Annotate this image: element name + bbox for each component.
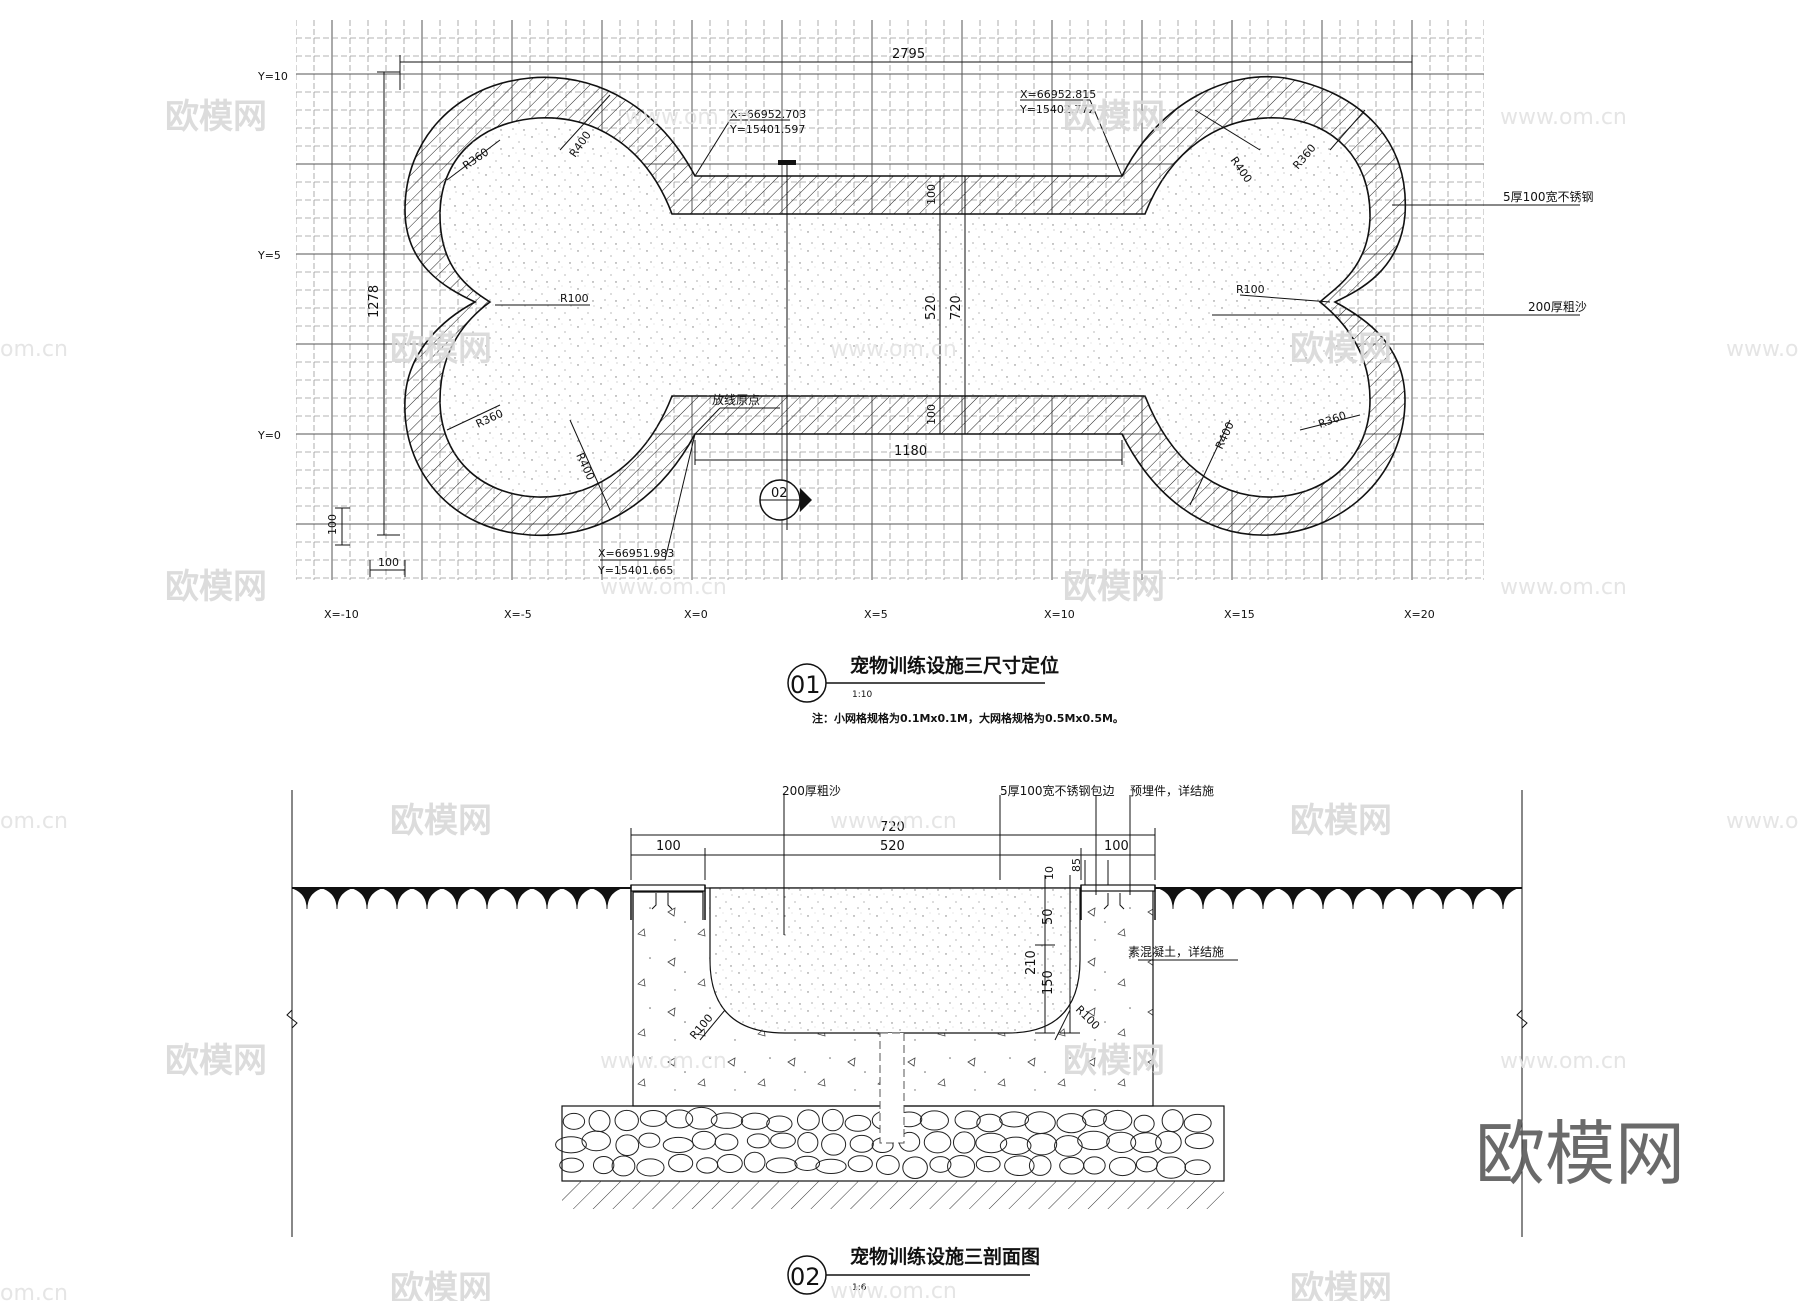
plan-note: 注：小网格规格为0.1Mx0.1M，大网格规格为0.5Mx0.5M。 <box>812 711 1124 725</box>
label-setting-out-origin: 放线原点 <box>712 392 760 407</box>
section-marker-number: 02 <box>771 486 788 501</box>
watermark-brand: 欧模网 <box>1290 329 1392 369</box>
section-dim-total: 720 <box>880 820 905 835</box>
watermark-brand: 欧模网 <box>1063 567 1165 607</box>
x-label-neg5: X=-5 <box>504 608 532 621</box>
watermark-url: www.om.cn <box>1500 575 1627 600</box>
dim-grid-h: 100 <box>378 556 399 569</box>
section-dim-middle: 520 <box>880 839 905 854</box>
label-stainless-steel: 5厚100宽不锈钢 <box>1503 189 1594 204</box>
section-label-sand: 200厚粗沙 <box>782 784 841 798</box>
section-dim-right: 100 <box>1104 839 1129 854</box>
watermarks: 欧模网 欧模网 www.om.cn www.om.cn om.cn 欧模网 ww… <box>0 97 1800 1305</box>
ground-soil-left <box>291 887 623 910</box>
radius-r100-left: R100 <box>560 292 589 305</box>
watermark-brand: 欧模网 <box>390 1269 492 1301</box>
steel-cap-right <box>1080 884 1156 892</box>
watermark-url-short: om.cn <box>0 1281 68 1301</box>
x-label-5: X=5 <box>864 608 888 621</box>
x-label-15: X=15 <box>1224 608 1255 621</box>
watermark-url: www.om.cn <box>600 575 727 600</box>
drain-pipe <box>879 1032 905 1144</box>
x-label-0: X=0 <box>684 608 708 621</box>
coord-3-y: Y=15401.665 <box>597 564 673 577</box>
ground-soil-right <box>1157 887 1519 910</box>
plan-scale: 1:10 <box>852 690 872 700</box>
section-dim-85: 85 <box>1070 858 1083 872</box>
watermark-url: www.om.cn <box>830 809 957 834</box>
watermark-url: www.om.cn <box>1500 1049 1627 1074</box>
y-label-10: Y=10 <box>257 70 288 83</box>
watermark-url: www.om.cn <box>1500 105 1627 130</box>
dim-overall-width: 2795 <box>892 47 925 62</box>
x-label-10: X=10 <box>1044 608 1075 621</box>
watermark-url: www.om.cn <box>830 337 957 362</box>
watermark-brand: 欧模网 <box>165 1041 267 1081</box>
compacted-soil <box>562 1181 1224 1209</box>
plan-title-block: 01 宠物训练设施三尺寸定位 1:10 注：小网格规格为0.1Mx0.1M，大网… <box>787 654 1124 725</box>
watermark-brand: 欧模网 <box>165 567 267 607</box>
coord-2-y: Y=15402.772 <box>1019 103 1095 116</box>
section-title-block: 02 宠物训练设施三剖面图 1:6 <box>787 1245 1040 1295</box>
watermark-brand: 欧模网 <box>1290 1269 1392 1301</box>
section-drawing: 200厚粗沙 5厚100宽不锈钢包边 预埋件，详结施 素混凝土，详结施 720 … <box>286 783 1528 1237</box>
dim-inner-width: 520 <box>924 295 939 320</box>
watermark-url-short: om.cn <box>0 809 68 834</box>
section-dim-150: 150 <box>1041 970 1056 995</box>
y-label-0: Y=0 <box>257 429 281 442</box>
watermark-brand: 欧模网 <box>1290 801 1392 841</box>
dim-bar-width: 1180 <box>894 444 927 459</box>
dim-outer-width: 720 <box>949 295 964 320</box>
section-scale: 1:6 <box>852 1283 867 1293</box>
gravel-stones <box>555 1106 1214 1179</box>
watermark-brand: 欧模网 <box>390 329 492 369</box>
section-cut-marker <box>759 160 812 530</box>
watermark-url: www.om.cn <box>1726 809 1800 834</box>
radius-r100-right: R100 <box>1236 283 1265 296</box>
dim-grid-v: 100 <box>326 514 339 535</box>
steel-cap-left <box>630 884 706 892</box>
watermark-url: www.om.cn <box>600 1049 727 1074</box>
section-dim-10: 10 <box>1043 866 1056 880</box>
section-dim-left: 100 <box>656 839 681 854</box>
x-label-20: X=20 <box>1404 608 1435 621</box>
watermark-brand-large: 欧模网 <box>1475 1113 1685 1195</box>
watermark-url-short: om.cn <box>0 337 68 362</box>
section-label-embed: 预埋件，详结施 <box>1130 783 1214 798</box>
watermark-url: www.om.cn <box>830 1279 957 1301</box>
section-dim-50: 50 <box>1041 908 1056 925</box>
dim-edge-bottom: 100 <box>925 404 938 425</box>
section-dim-210: 210 <box>1024 950 1039 975</box>
coord-2-x: X=66952.815 <box>1020 88 1096 101</box>
watermark-brand: 欧模网 <box>390 801 492 841</box>
section-label-concrete: 素混凝土，详结施 <box>1128 944 1224 959</box>
coord-1-x: X=66952.703 <box>730 108 806 121</box>
section-title: 宠物训练设施三剖面图 <box>850 1245 1040 1268</box>
coord-3-x: X=66951.983 <box>598 547 674 560</box>
watermark-brand: 欧模网 <box>1063 97 1165 137</box>
coord-1-y: Y=15401.597 <box>729 123 805 136</box>
watermark-brand: 欧模网 <box>165 97 267 137</box>
bone-shape-plan <box>404 76 1407 537</box>
plan-number: 01 <box>790 671 821 699</box>
plan-title: 宠物训练设施三尺寸定位 <box>850 654 1059 677</box>
label-coarse-sand: 200厚粗沙 <box>1528 300 1587 314</box>
watermark-url: www.om.cn <box>1726 337 1800 362</box>
x-label-neg10: X=-10 <box>324 608 359 621</box>
section-number: 02 <box>790 1263 821 1291</box>
dim-overall-height: 1278 <box>367 285 382 318</box>
section-label-steel-edge: 5厚100宽不锈钢包边 <box>1000 783 1115 798</box>
plan-dimension-lines <box>335 55 1580 577</box>
watermark-url: www.om.cn <box>625 105 752 130</box>
watermark-brand: 欧模网 <box>1063 1041 1165 1081</box>
y-label-5: Y=5 <box>257 249 281 262</box>
dim-edge-top: 100 <box>925 184 938 205</box>
